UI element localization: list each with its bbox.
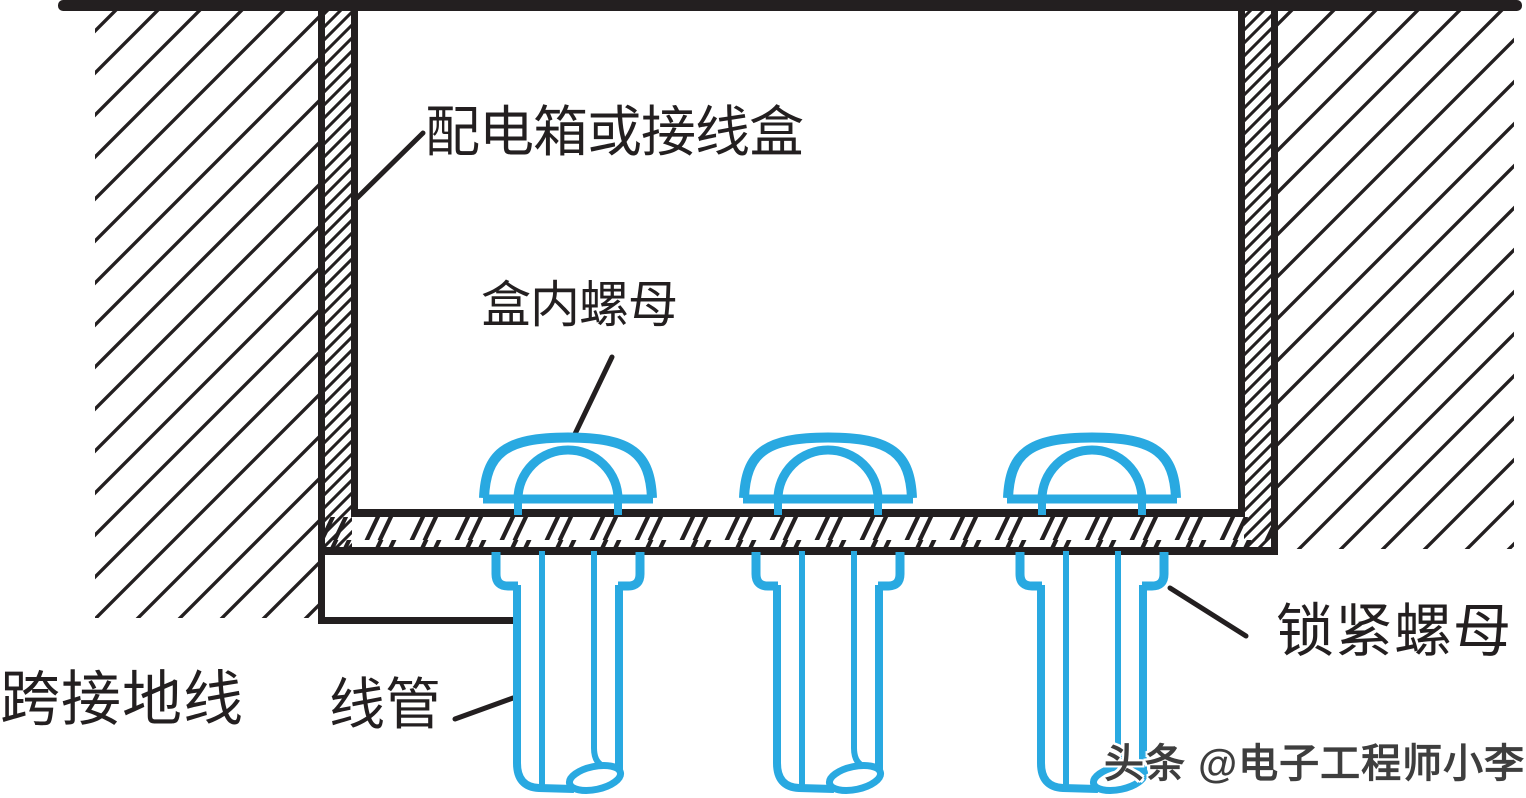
conduit-assembly-2 — [743, 438, 913, 795]
box-floor-section — [322, 517, 1274, 547]
box-right-inner-wall-line — [1238, 11, 1245, 517]
label-jumper-ground-wire: 跨接地线 — [0, 667, 244, 733]
ceiling-bar — [58, 0, 1522, 11]
jumper-ground-wire — [318, 617, 517, 624]
box-floor-top-line — [351, 509, 1245, 517]
box-floor-bottom-line — [318, 547, 1278, 555]
box-wall-section-right — [1244, 11, 1272, 551]
box-left-outer-wall-line — [318, 11, 325, 624]
building-wall-hatch-left — [95, 11, 318, 618]
label-conduit: 线管 — [329, 675, 441, 737]
leader-line-box-nut-label — [571, 354, 615, 439]
label-distribution-box: 配电箱或接线盒 — [425, 102, 804, 163]
label-box-nut: 盒内螺母 — [481, 277, 678, 333]
box-right-outer-wall-line — [1271, 11, 1278, 553]
leader-line-box-label — [354, 130, 426, 201]
conduit-assembly-1 — [483, 438, 653, 795]
box-left-inner-wall-line — [351, 11, 358, 517]
leader-line-lock-nut-label — [1167, 585, 1249, 639]
watermark-text: 头条 @电子工程师小李 — [1104, 742, 1526, 786]
leader-line-conduit-label — [452, 695, 516, 722]
building-wall-hatch-right — [1278, 11, 1514, 549]
label-lock-nut: 锁紧螺母 — [1276, 599, 1513, 664]
box-wall-section-left — [324, 11, 352, 551]
